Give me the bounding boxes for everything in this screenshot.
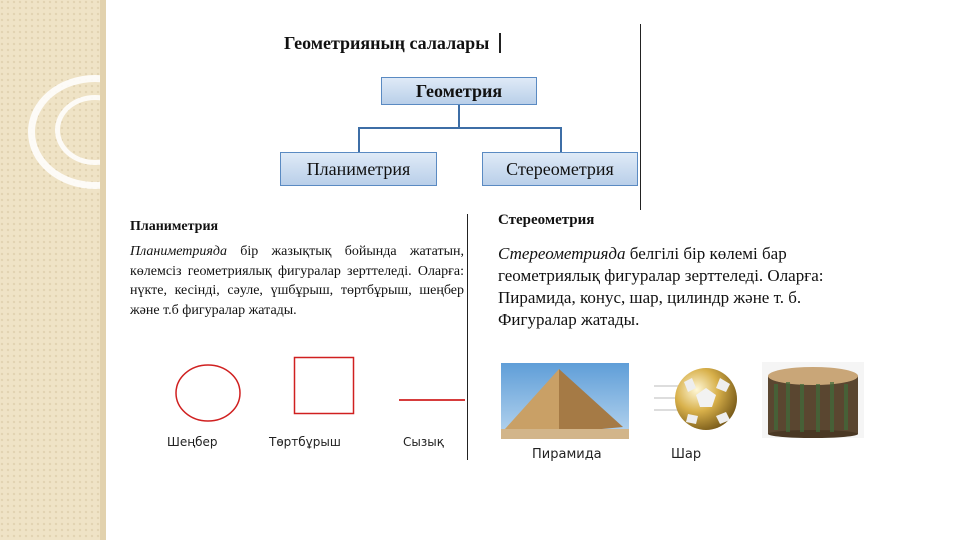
- cylinder-stump-image: [762, 362, 864, 438]
- line-shape-icon: [399, 399, 465, 401]
- decorative-ring: [28, 75, 162, 189]
- stereometry-text: белгілі бір көлемі бар геометриялық фигу…: [498, 244, 824, 329]
- slide-title: Геометрияның салалары: [284, 33, 490, 53]
- diagram-child-stereometry: Стереометрия: [482, 152, 638, 186]
- stereometry-paragraph: Стереометрияда белгілі бір көлемі бар ге…: [498, 243, 868, 331]
- decorative-ring: [55, 95, 135, 165]
- pyramid-image: [501, 363, 629, 439]
- diagram-connector: [358, 127, 562, 129]
- divider-middle: [467, 214, 468, 460]
- decorative-sidebar: [0, 0, 162, 540]
- image-caption-ball: Шар: [671, 447, 702, 462]
- image-caption-pyramid: Пирамида: [532, 447, 602, 462]
- diagram-child-planimetry: Планиметрия: [280, 152, 437, 186]
- planimetry-text: бір жазықтық бойында жататын, көлемсіз г…: [130, 244, 464, 318]
- sidebar-edge: [100, 0, 106, 540]
- planimetry-paragraph: Планиметрияда бір жазықтық бойында жатат…: [130, 242, 464, 320]
- planimetry-term: Планиметрияда: [130, 244, 227, 259]
- divider-top: [640, 24, 641, 210]
- diagram-connector: [560, 127, 562, 152]
- shape-caption-line: Сызық: [403, 435, 444, 449]
- diagram-connector: [458, 105, 460, 128]
- diagram-connector: [358, 127, 360, 152]
- text-cursor: [499, 33, 501, 53]
- square-shape-icon: [293, 356, 355, 415]
- shape-caption-square: Төртбұрыш: [269, 435, 341, 449]
- diagram-root-box: Геометрия: [381, 77, 537, 105]
- stereometry-heading: Стереометрия: [498, 212, 595, 228]
- planimetry-heading: Планиметрия: [130, 219, 219, 234]
- ball-image: [654, 368, 737, 430]
- shape-caption-circle: Шеңбер: [167, 435, 218, 449]
- circle-shape-icon: [175, 364, 241, 422]
- stereometry-term: Стереометрияда: [498, 244, 626, 263]
